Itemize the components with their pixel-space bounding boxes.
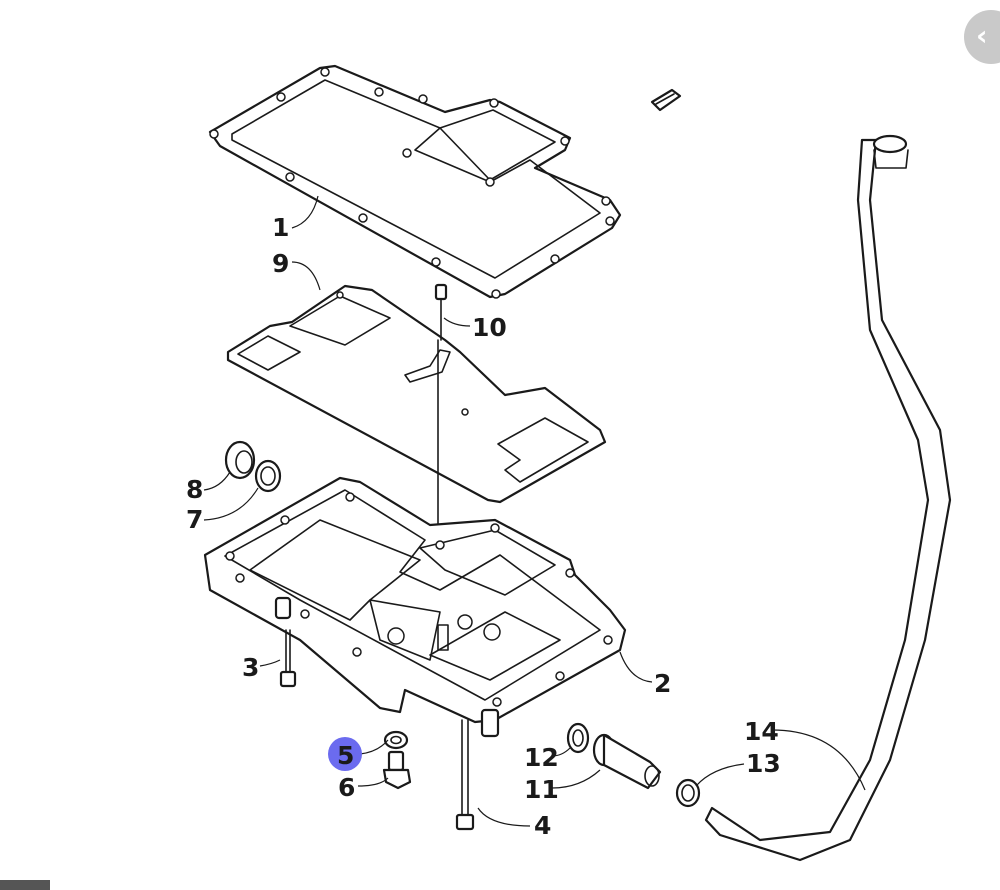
part-2-oil-pan (203, 476, 627, 738)
callout-9[interactable]: 9 (272, 249, 289, 278)
part-8-plug (224, 440, 256, 480)
leader-lines (203, 195, 866, 827)
part-3-bolt (279, 629, 297, 688)
part-14-hose (704, 134, 952, 862)
callout-7[interactable]: 7 (186, 505, 203, 534)
part-12-o-ring (566, 722, 590, 754)
callout-1[interactable]: 1 (272, 213, 289, 242)
callout-12[interactable]: 12 (524, 743, 559, 772)
callout-2[interactable]: 2 (654, 669, 671, 698)
part-4-bolt (455, 719, 475, 831)
callout-14[interactable]: 14 (744, 717, 779, 746)
callout-10[interactable]: 10 (472, 313, 507, 342)
callout-6[interactable]: 6 (338, 773, 355, 802)
part-13-clamp (675, 778, 701, 808)
chevron-left-icon: ‹ (976, 19, 988, 52)
part-10-bolt (434, 283, 448, 556)
callout-13[interactable]: 13 (746, 749, 781, 778)
part-9-baffle (226, 284, 607, 504)
part-7-washer (254, 459, 282, 493)
part-5-washer (383, 730, 409, 750)
callout-11[interactable]: 11 (524, 775, 559, 804)
callout-3[interactable]: 3 (242, 653, 259, 682)
callout-4[interactable]: 4 (534, 811, 551, 840)
callout-5[interactable]: 5 (337, 741, 354, 770)
part-11-fitting (592, 733, 662, 790)
part-1-gasket (208, 64, 622, 299)
highlight-marker (328, 737, 362, 771)
callout-labels: 1 9 10 8 7 3 2 5 6 12 11 4 14 13 (186, 213, 781, 840)
small-clip (650, 88, 682, 112)
corner-tab (0, 880, 50, 890)
callout-8[interactable]: 8 (186, 475, 203, 504)
back-button[interactable]: ‹ (964, 10, 1000, 64)
part-6-drain-plug (382, 750, 412, 790)
